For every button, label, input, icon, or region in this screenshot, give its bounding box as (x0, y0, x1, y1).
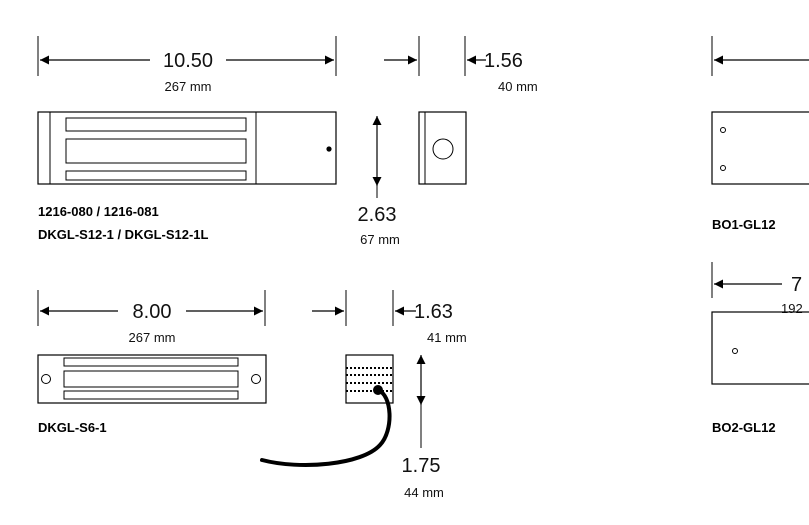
bottom-length-inches: 8.00 (133, 301, 172, 323)
cable-grommet (373, 385, 383, 395)
bottom-magnet-height-dimension: 1.75 44 mm (402, 355, 444, 500)
right-bottom-model: BO2-GL12 (712, 420, 776, 435)
screw-icon (326, 146, 332, 152)
bottom-height-inches: 1.75 (402, 455, 441, 477)
bottom-magnet-depth-dimension: 1.63 41 mm (312, 290, 467, 345)
top-height-mm: 67 mm (360, 232, 400, 247)
top-length-inches: 10.50 (163, 50, 213, 72)
top-magnet-front-view (37, 111, 337, 185)
top-model-line1: 1216-080 / 1216-081 (38, 204, 159, 219)
top-magnet-depth-dimension: 1.56 40 mm (384, 36, 538, 94)
right-top-bracket (711, 36, 809, 185)
top-length-mm: 267 mm (165, 79, 212, 94)
bottom-magnet-front-view (37, 354, 267, 404)
bottom-magnet-side-view (345, 354, 394, 404)
right-bottom-length-inches: 7 (791, 274, 802, 296)
bottom-model: DKGL-S6-1 (38, 420, 107, 435)
right-bottom-length-mm: 192 (781, 301, 803, 316)
top-height-inches: 2.63 (358, 204, 397, 226)
top-magnet-length-dimension: 10.50 267 mm (37, 36, 337, 94)
bottom-magnet-length-dimension: 8.00 267 mm (37, 290, 266, 345)
top-magnet-side-view (418, 111, 467, 185)
top-depth-inches: 1.56 (484, 50, 523, 72)
bottom-height-mm: 44 mm (404, 485, 444, 500)
bottom-length-mm: 267 mm (129, 330, 176, 345)
bottom-depth-mm: 41 mm (427, 330, 467, 345)
top-depth-mm: 40 mm (498, 79, 538, 94)
right-top-model: BO1-GL12 (712, 217, 776, 232)
top-magnet-height-dimension: 2.63 67 mm (358, 116, 400, 247)
right-bottom-bracket: 7 192 (711, 262, 809, 385)
bottom-depth-inches: 1.63 (414, 301, 453, 323)
cable (260, 388, 392, 467)
top-model-line2: DKGL-S12-1 / DKGL-S12-1L (38, 227, 209, 242)
